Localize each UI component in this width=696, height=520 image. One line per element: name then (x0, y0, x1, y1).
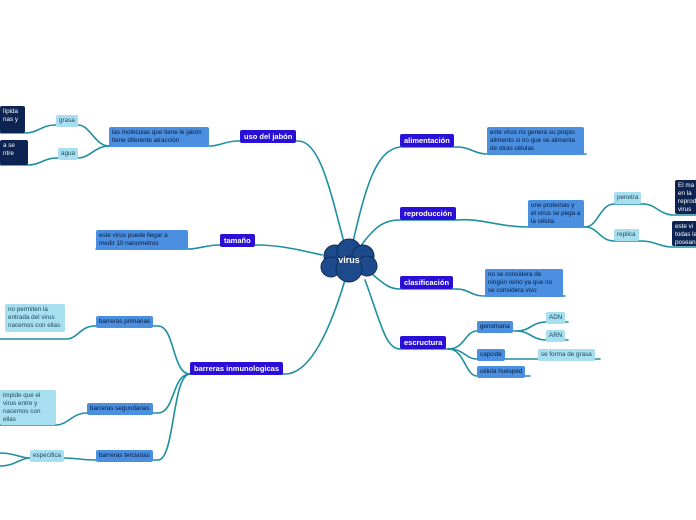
penetra-detail[interactable]: El ma en la reprod virus (675, 180, 696, 214)
primarias-detail[interactable]: no permiten la entrada del virus nacemos… (5, 304, 65, 332)
topic-clasificacion[interactable]: clasificación (400, 276, 454, 290)
barreras-terciarias[interactable]: barreras terciarias (96, 450, 153, 462)
topic-barreras-inmunologicas[interactable]: barreras inmunologicas (190, 362, 284, 376)
topic-tamano[interactable]: tamaño (220, 234, 255, 248)
replica-detail[interactable]: este vi todas la posean (672, 221, 696, 246)
agua-detail[interactable]: a se ntre (0, 140, 28, 165)
tamano-detail[interactable]: este virus puede llegar a medir 10 nanom… (96, 230, 188, 250)
escructura-capcide[interactable]: capcide (477, 349, 505, 361)
grasa-detail[interactable]: lípida nas y (0, 106, 25, 133)
topic-uso-del-jabon[interactable]: uso del jabón (240, 130, 297, 144)
jabon-detail[interactable]: las moléculas que tiene le jabón tiene d… (109, 127, 209, 147)
cloud-icon (320, 238, 378, 283)
clasificacion-detail[interactable]: no se considera de ningún reino ya que n… (485, 269, 563, 297)
alimentacion-detail[interactable]: este virus no genera su propio alimento … (487, 127, 584, 155)
genomana-arn[interactable]: ARN (546, 330, 566, 342)
topic-escructura[interactable]: escructura (400, 336, 447, 350)
topic-alimentacion[interactable]: alimentación (400, 134, 454, 148)
jabon-agua[interactable]: agua (58, 148, 79, 160)
escructura-celula[interactable]: célula huésped (477, 366, 526, 378)
barreras-segundarias[interactable]: barreras segundarias (87, 403, 153, 415)
barreras-primarias[interactable]: barreras primarias (96, 316, 154, 328)
central-topic[interactable]: virus (338, 255, 360, 265)
segundarias-detail[interactable]: impide que el virus entre y nacemos con … (0, 390, 56, 426)
reproduccion-detail[interactable]: une proteínas y el virus se pega a la cé… (528, 200, 584, 228)
escructura-genomana[interactable]: genomana (477, 321, 513, 333)
capcide-detail[interactable]: se forma de grasa (538, 349, 595, 361)
reproduccion-replica[interactable]: replica (614, 229, 639, 241)
topic-reproduccion[interactable]: reproducción (400, 207, 456, 221)
genomana-adn[interactable]: ADN (546, 312, 566, 324)
terciarias-especifica[interactable]: especifica (30, 450, 65, 462)
jabon-grasa[interactable]: grasa (56, 115, 78, 127)
reproduccion-penetra[interactable]: penetra (614, 192, 642, 204)
